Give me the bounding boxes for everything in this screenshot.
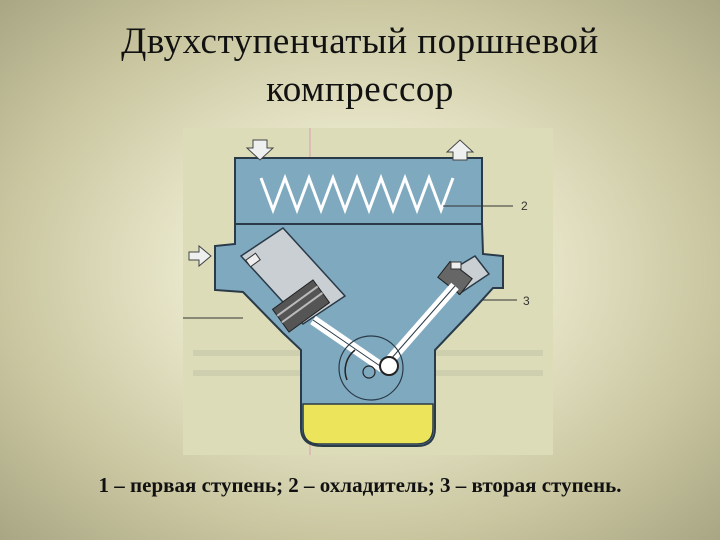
first-stage-piston (271, 279, 331, 333)
label-second-stage: 3 (523, 294, 530, 308)
oil-sump (302, 403, 434, 445)
valve (450, 261, 462, 270)
title-line-2: компрессор (266, 69, 454, 110)
crank-circle (338, 335, 404, 401)
title-line-1: Двухступенчатый поршневой (121, 21, 599, 62)
compressor-diagram: 2 3 (183, 128, 553, 455)
crankshaft-center (362, 365, 376, 379)
inlet-arrow-icon (245, 139, 275, 161)
cooler-housing (234, 157, 483, 225)
side-inlet-arrow-icon (188, 244, 212, 268)
rotation-arrow-icon (344, 349, 356, 381)
outlet-arrow-icon (445, 139, 475, 161)
connecting-rod-1-outline (312, 319, 384, 369)
slide-caption: 1 – первая ступень; 2 – охладитель; 3 – … (98, 473, 622, 497)
valve (245, 252, 261, 268)
slide-title: Двухступенчатый поршневой компрессор (0, 18, 720, 114)
cooler-coil (259, 173, 455, 215)
crank-pin (379, 356, 399, 376)
label-cooler: 2 (521, 199, 528, 213)
connecting-rod-2-outline (382, 285, 456, 369)
